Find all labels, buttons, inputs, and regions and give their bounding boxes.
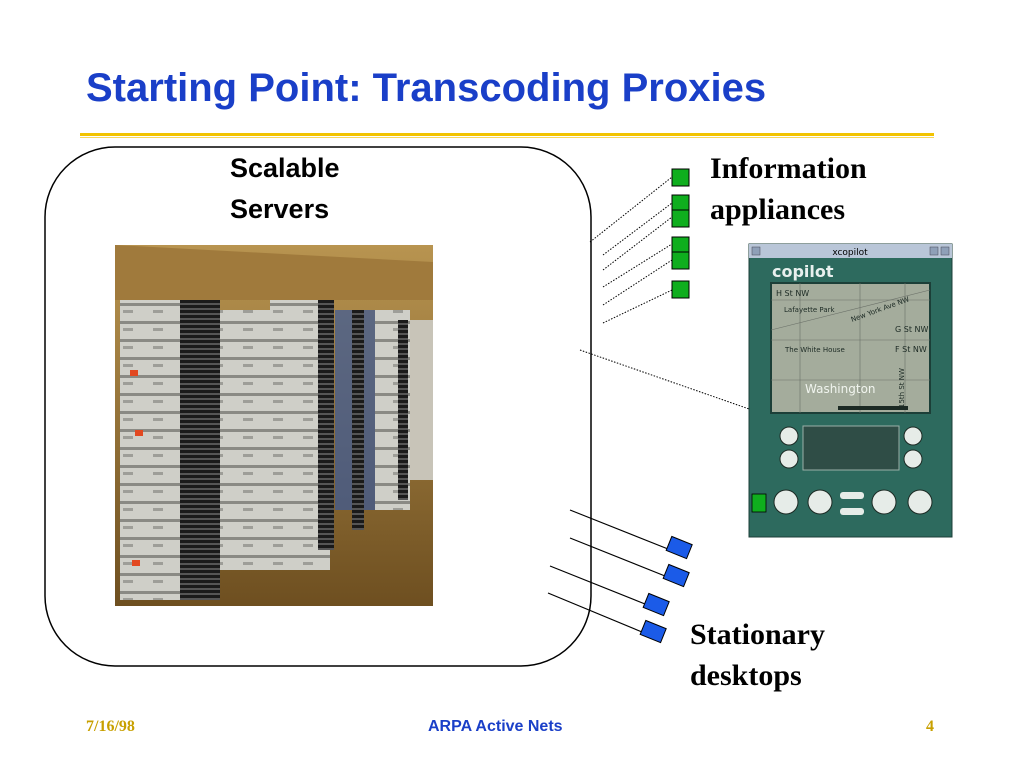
desktop-node (639, 619, 667, 644)
slide-title: Starting Point: Transcoding Proxies (86, 66, 767, 110)
scalable-servers-label: Scalable Servers (230, 153, 340, 224)
desktop-nodes (639, 535, 693, 644)
svg-text:H St NW: H St NW (776, 289, 809, 298)
appliance-node (671, 209, 690, 228)
page-number: 4 (926, 718, 934, 735)
svg-text:G St NW: G St NW (895, 325, 928, 334)
svg-text:F St NW: F St NW (895, 345, 927, 354)
stationary-desktops-label: Stationary desktops (690, 618, 825, 692)
information-appliances-label: Information appliances (710, 152, 867, 226)
server-room-photo (115, 245, 433, 606)
svg-text:Washington: Washington (805, 382, 876, 396)
appliance-links (579, 176, 753, 411)
desktop-links (547, 509, 669, 633)
title-rule (80, 133, 934, 136)
svg-text:Lafayette Park: Lafayette Park (784, 306, 835, 314)
svg-text:The White House: The White House (784, 346, 845, 354)
appliance-node (671, 168, 690, 187)
desktop-node (642, 592, 670, 617)
title-rule-shadow (80, 137, 934, 138)
footer-title: ARPA Active Nets (428, 718, 563, 735)
svg-text:15th St NW: 15th St NW (898, 368, 906, 408)
pda-brand: copilot (772, 262, 834, 281)
pda-device: xcopilot copilot H St NW Lafayette Park … (748, 243, 953, 538)
appliance-node (671, 236, 690, 255)
appliance-node (671, 280, 690, 299)
appliance-node (671, 194, 690, 213)
appliance-nodes (671, 168, 690, 299)
footer-date: 7/16/98 (86, 718, 135, 735)
pda-window-title: xcopilot (832, 248, 868, 258)
desktop-node (665, 535, 693, 560)
appliance-node (671, 251, 690, 270)
desktop-node (662, 563, 690, 588)
pda-map-grid (770, 283, 931, 413)
